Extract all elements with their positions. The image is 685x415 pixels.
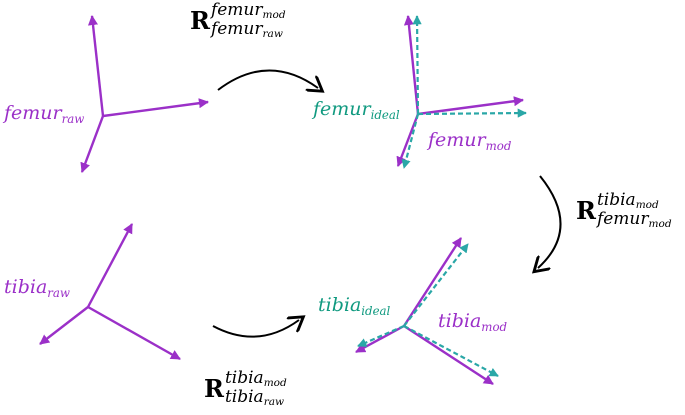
tibia-ideal-axis-up	[403, 243, 469, 327]
tibia-raw-axis-up	[86, 223, 134, 308]
femur-ideal-axis-right	[417, 108, 527, 118]
femur-raw-frame	[80, 14, 209, 173]
femur-mod-label: femurmod	[428, 129, 512, 154]
tibia-mod-axis-up	[402, 237, 463, 327]
femur-mod-axis-right	[417, 96, 524, 116]
rotation-subscript: tibiaraw	[224, 387, 285, 409]
femur-ideal-label: femurideal	[313, 98, 400, 123]
rotation-symbol: R	[204, 374, 224, 404]
tibia-mod-axis-right	[403, 324, 494, 386]
femur-raw-label: femurraw	[4, 102, 85, 127]
tibia-ideal-axis-left	[357, 324, 405, 348]
rotation-superscript: tibiamod	[224, 368, 287, 390]
rotation-symbol: R	[190, 6, 210, 36]
tibia-ideal-axis-right	[403, 325, 499, 377]
tibia-raw-axis-right	[87, 305, 181, 361]
femur-ideal-axis-up	[412, 15, 422, 115]
femur-mod-axis-up	[403, 14, 420, 115]
tibia-rotation-label: R tibiamod tibiaraw	[204, 368, 287, 409]
femur-raw-axis-down	[80, 115, 105, 173]
femur-raw-axis-right	[102, 98, 209, 118]
femur-to-tibia-rotation-label: R tibiamod femurmod	[576, 190, 672, 231]
rotation-subscript: femurraw	[210, 19, 283, 41]
femur-to-tibia-rotation-arrow	[538, 175, 562, 268]
tibia-ideal-label: tibiaideal	[318, 294, 391, 319]
femur-rotation-arrow	[217, 69, 318, 90]
tibia-rotation-arrow	[212, 320, 299, 338]
rotation-subscript: femurmod	[596, 209, 672, 231]
rotation-symbol: R	[576, 196, 596, 226]
rotation-superscript: femurmod	[210, 0, 286, 22]
tibia-mod-ideal-frame	[355, 237, 499, 386]
femur-ideal-axis-down	[401, 113, 420, 169]
tibia-raw-axis-left	[39, 306, 89, 345]
femur-raw-axis-up	[87, 14, 105, 117]
femur-rotation-label: R femurmod femurraw	[190, 0, 286, 41]
femur-mod-ideal-frame	[396, 14, 527, 169]
tibia-raw-frame	[39, 223, 181, 361]
tibia-mod-label: tibiamod	[438, 310, 508, 335]
rotation-superscript: tibiamod	[596, 190, 659, 212]
tibia-raw-label: tibiaraw	[4, 276, 70, 301]
